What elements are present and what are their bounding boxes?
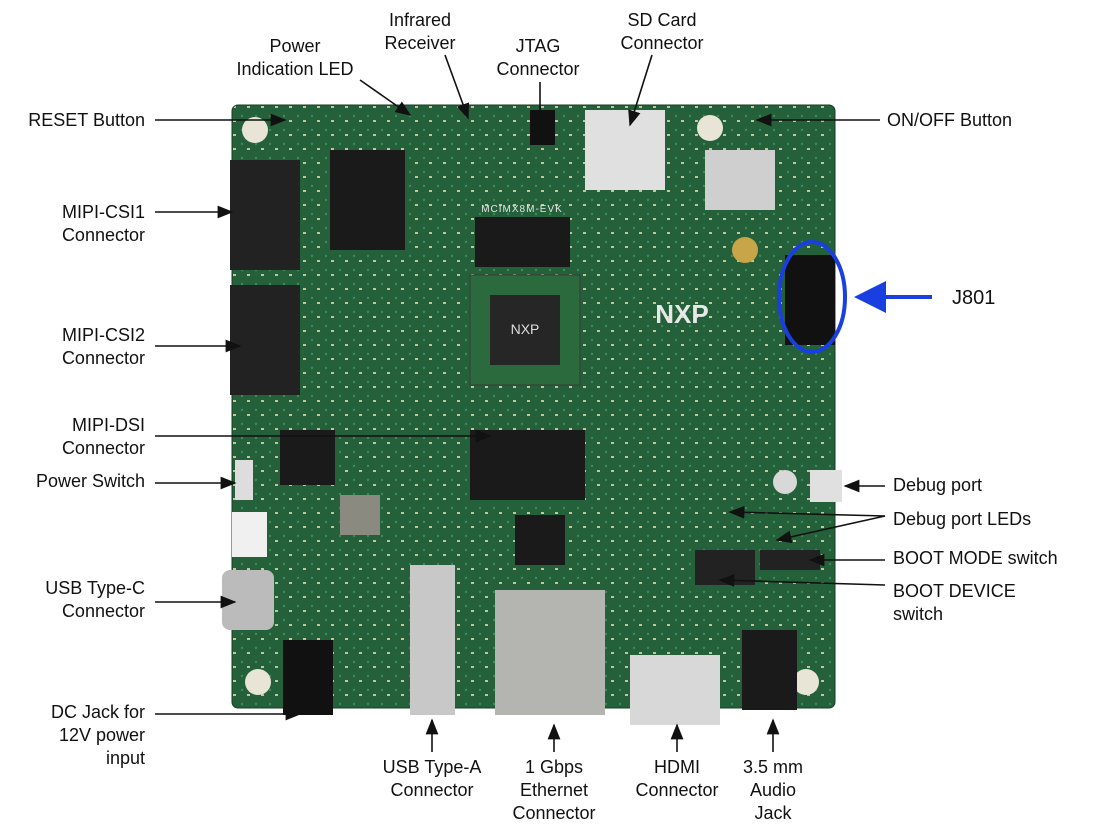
label-reset-button: RESET Button <box>28 110 145 130</box>
label-power-switch: Power Switch <box>35 471 145 491</box>
label-debug-leds: Debug port LEDs <box>893 509 1032 529</box>
chip-logo: NXP <box>511 321 540 337</box>
board-logo: NXP <box>655 299 708 329</box>
callout-arrows <box>155 54 886 752</box>
label-j801: J801 <box>952 287 996 309</box>
board-silk-text: MCIMX8M-EVK <box>481 204 563 215</box>
label-onoff-button: ON/OFF Button <box>887 110 1013 130</box>
pcb-board: MCIMX8M-EVK NXP NXP <box>222 104 842 725</box>
label-debug-port: Debug port <box>893 475 983 495</box>
label-boot-mode: BOOT MODE switch <box>893 548 1058 568</box>
j801-highlight <box>777 240 847 354</box>
